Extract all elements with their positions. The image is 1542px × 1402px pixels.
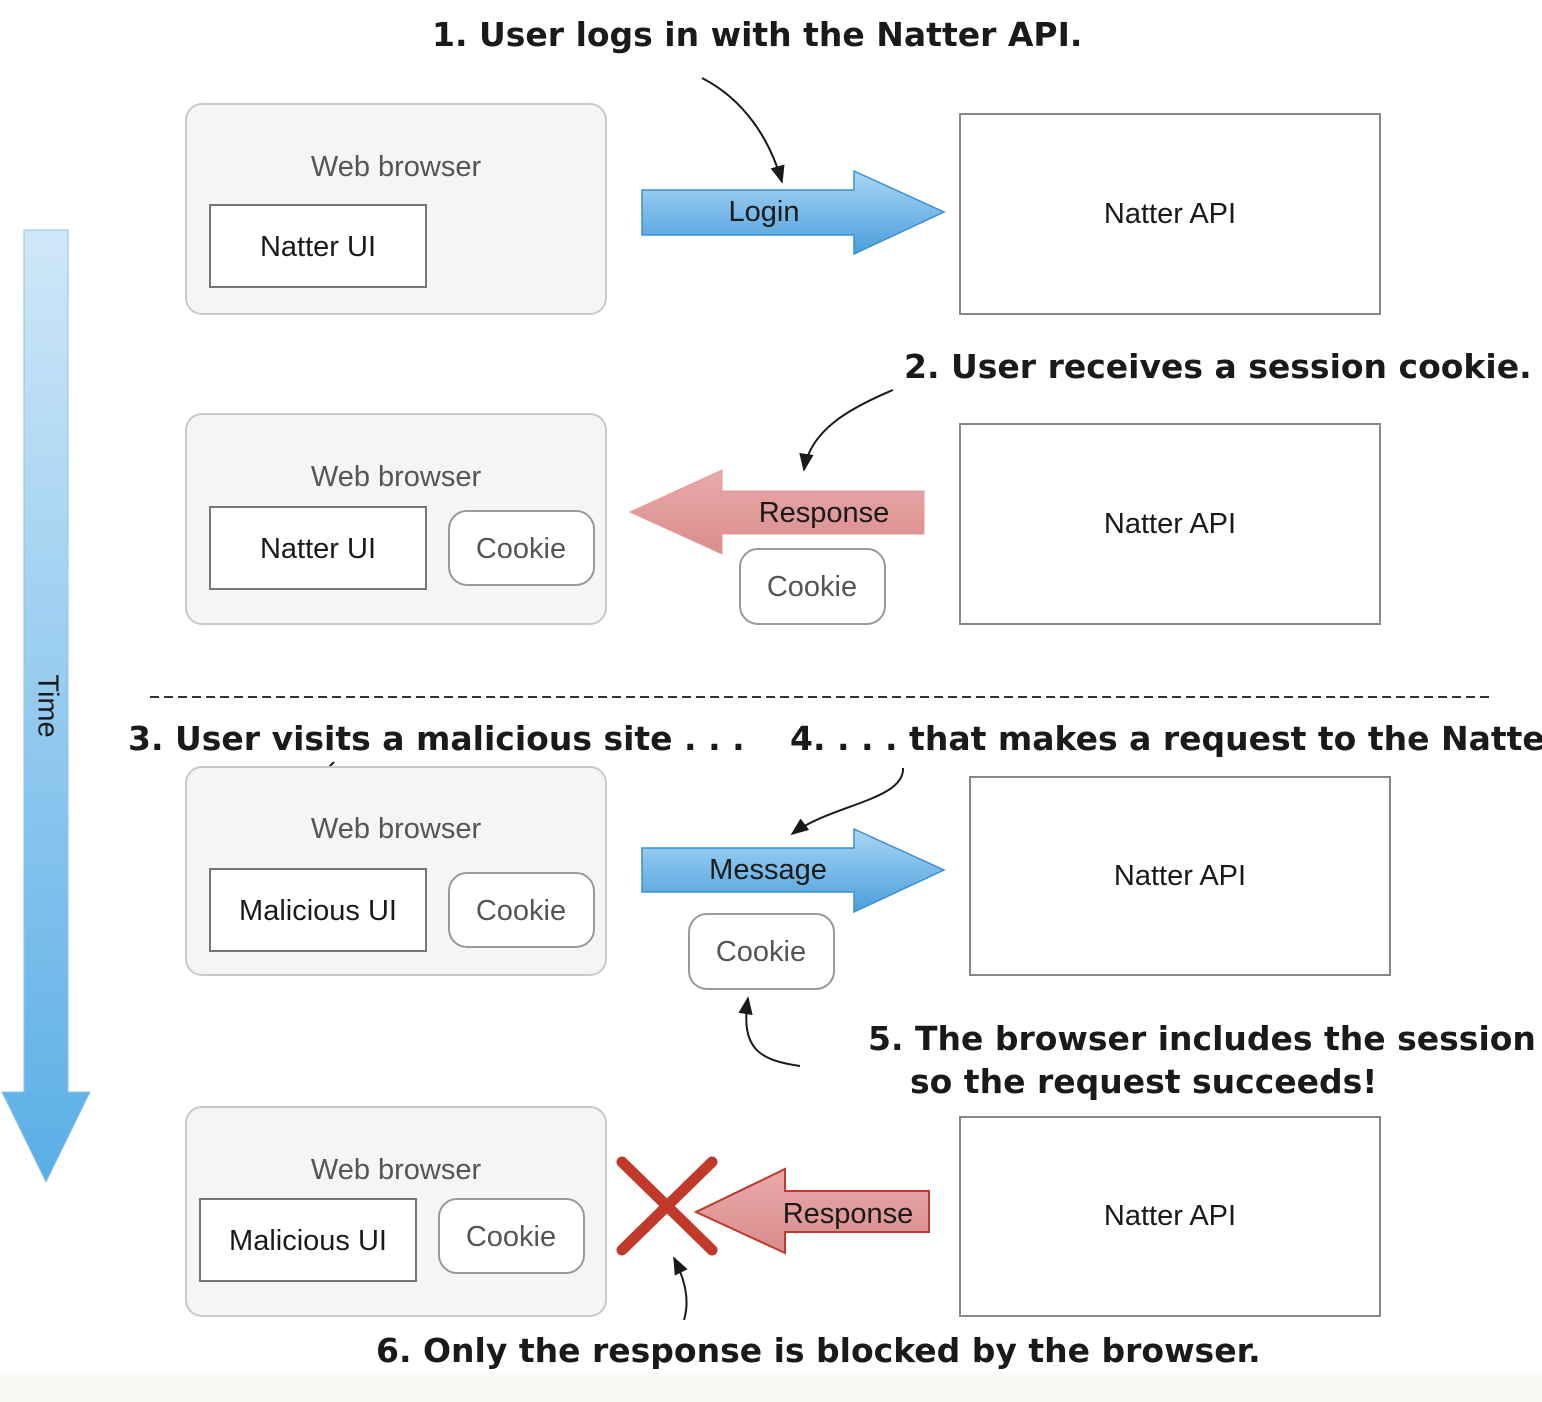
web-browser-title: Web browser bbox=[311, 151, 482, 183]
transit-cookie-label: Cookie bbox=[767, 571, 857, 603]
row-4: Web browser Malicious UI Cookie Response… bbox=[185, 1106, 1381, 1317]
time-label: Time bbox=[31, 674, 63, 737]
natter-api-box bbox=[959, 113, 1381, 315]
ui-label: Malicious UI bbox=[239, 895, 397, 927]
callout-curve-2 bbox=[799, 389, 894, 472]
time-arrow bbox=[1, 229, 91, 1184]
browser-cookie-box bbox=[448, 872, 595, 948]
step-2-annotation: 2. User receives a session cookie. bbox=[904, 347, 1532, 386]
step-3-annotation: 3. User visits a malicious site . . . bbox=[128, 719, 745, 758]
transit-cookie-label: Cookie bbox=[716, 936, 806, 968]
step-5-annotation-line1: 5. The browser includes the session cook… bbox=[868, 1019, 1542, 1058]
time-axis: Time bbox=[1, 229, 91, 1184]
ui-box bbox=[209, 868, 427, 952]
transit-cookie-box bbox=[688, 913, 835, 990]
blocked-x-icon bbox=[616, 1156, 718, 1256]
browser-cookie-label: Cookie bbox=[476, 895, 566, 927]
natter-api-box bbox=[959, 1116, 1381, 1317]
row-3: Web browser Malicious UI Cookie Message … bbox=[185, 766, 1391, 990]
callout-curve-4 bbox=[790, 767, 905, 836]
web-browser-title: Web browser bbox=[311, 1154, 482, 1186]
callout-curve-6 bbox=[673, 1256, 688, 1321]
step-5-annotation-line2: so the request succeeds! bbox=[910, 1062, 1377, 1101]
ui-label: Natter UI bbox=[260, 231, 376, 263]
row-2: Web browser Natter UI Cookie Response Co… bbox=[185, 413, 1381, 625]
callout-curve-5 bbox=[738, 996, 801, 1067]
ui-label: Malicious UI bbox=[229, 1225, 387, 1257]
natter-api-label: Natter API bbox=[1104, 1200, 1236, 1232]
natter-api-label: Natter API bbox=[1114, 860, 1246, 892]
blocked-response-arrow-label: Response bbox=[783, 1198, 914, 1230]
transit-cookie-box bbox=[739, 548, 886, 625]
response-arrow bbox=[628, 469, 925, 555]
web-browser-title: Web browser bbox=[311, 813, 482, 845]
message-arrow bbox=[641, 827, 946, 914]
natter-api-label: Natter API bbox=[1104, 508, 1236, 540]
login-arrow-label: Login bbox=[729, 196, 800, 228]
ui-box bbox=[209, 204, 427, 288]
step-4-annotation: 4. . . . that makes a request to the Nat… bbox=[790, 719, 1542, 758]
step-6-annotation: 6. Only the response is blocked by the b… bbox=[376, 1331, 1261, 1370]
web-browser-title: Web browser bbox=[311, 461, 482, 493]
ui-box bbox=[209, 506, 427, 590]
row-1: Web browser Natter UI Login Natter API bbox=[185, 103, 1381, 315]
response-arrow-label: Response bbox=[759, 497, 890, 529]
browser-cookie-box bbox=[438, 1198, 585, 1274]
browser-cookie-box bbox=[448, 510, 595, 586]
footer-strip bbox=[0, 1372, 1542, 1402]
natter-api-box bbox=[969, 776, 1391, 976]
blocked-response-arrow bbox=[693, 1167, 930, 1255]
login-arrow bbox=[641, 169, 946, 256]
browser-cookie-label: Cookie bbox=[466, 1221, 556, 1253]
natter-api-label: Natter API bbox=[1104, 198, 1236, 230]
ui-box bbox=[199, 1198, 417, 1282]
step-1-annotation: 1. User logs in with the Natter API. bbox=[432, 15, 1082, 54]
ui-label: Natter UI bbox=[260, 533, 376, 565]
message-arrow-label: Message bbox=[709, 854, 827, 886]
natter-api-box bbox=[959, 423, 1381, 625]
browser-cookie-label: Cookie bbox=[476, 533, 566, 565]
callout-curve-1 bbox=[701, 77, 785, 184]
